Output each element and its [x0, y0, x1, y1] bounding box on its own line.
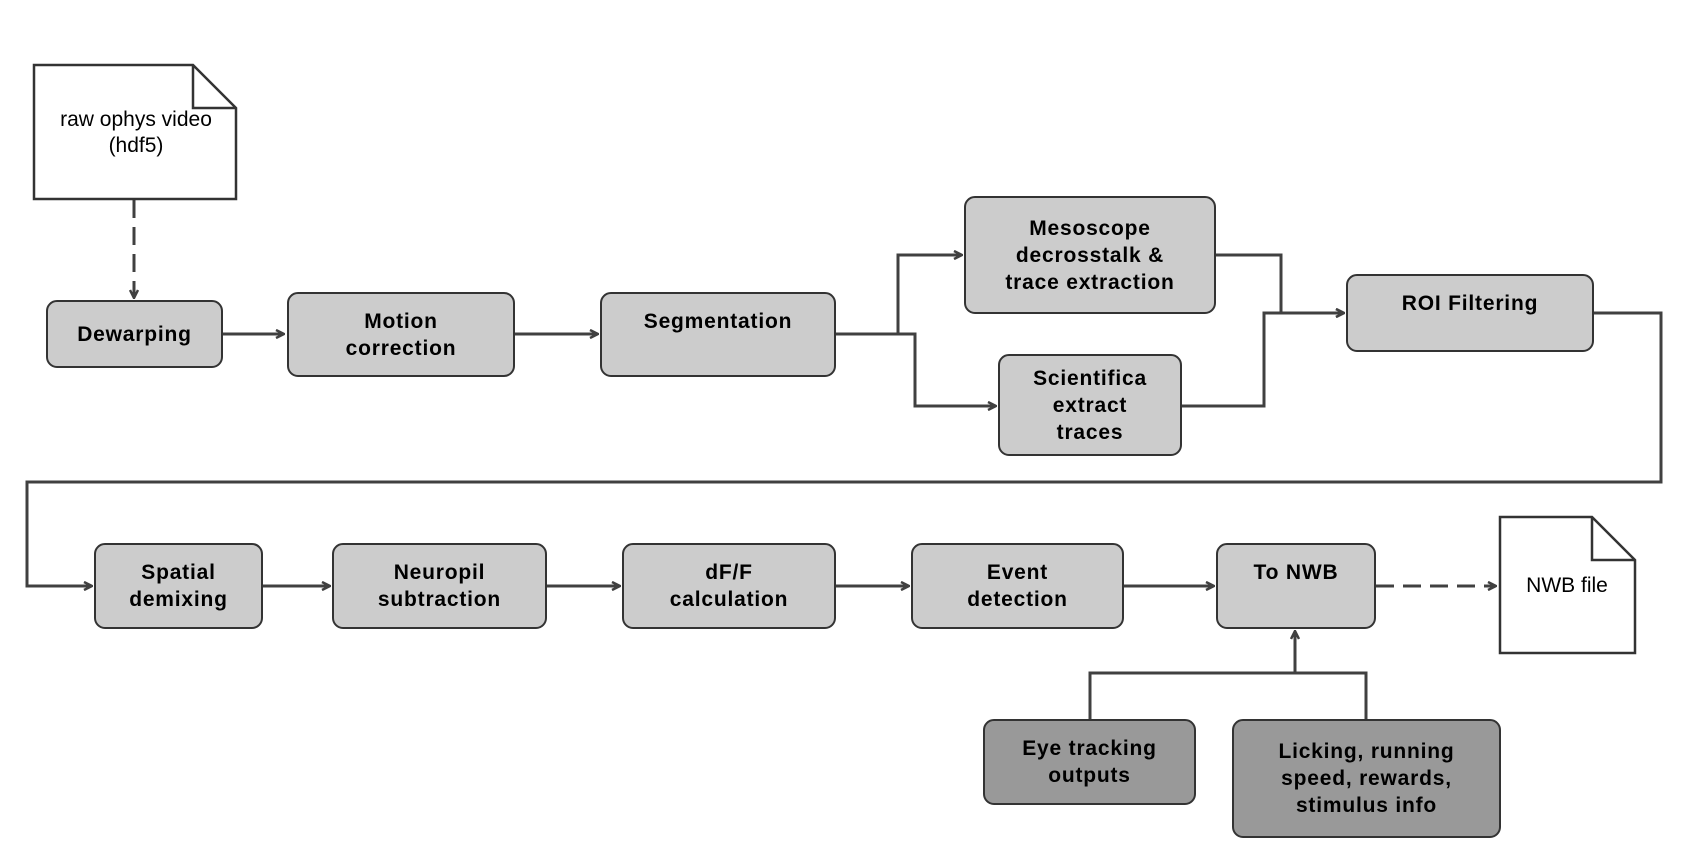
- nwb-file-document-icon: [1498, 515, 1637, 655]
- event-detection-step: Event detection: [911, 543, 1124, 629]
- arrow-inputs-to-nwb: [1088, 631, 1368, 719]
- mesoscope-step: Mesoscope decrosstalk & trace extraction: [964, 196, 1216, 314]
- to-nwb-step: To NWB: [1216, 543, 1376, 629]
- dewarping-step: Dewarping: [46, 300, 223, 368]
- roi-filtering-step: ROI Filtering: [1346, 274, 1594, 352]
- behavior-input: Licking, running speed, rewards, stimulu…: [1232, 719, 1501, 838]
- arrow-roi-to-spatial: [25, 311, 1663, 586]
- spatial-demixing-step: Spatial demixing: [94, 543, 263, 629]
- eye-tracking-input: Eye tracking outputs: [983, 719, 1196, 805]
- neuropil-subtraction-step: Neuropil subtraction: [332, 543, 547, 629]
- arrow-segmentation-to-mesoscope: [836, 255, 962, 336]
- scientifica-step: Scientifica extract traces: [998, 354, 1182, 456]
- segmentation-step: Segmentation: [600, 292, 836, 377]
- arrow-segmentation-to-scientifica: [898, 332, 996, 406]
- raw-video-document-icon: [32, 63, 238, 201]
- raw-video-label: raw ophys video (hdf5): [60, 108, 212, 157]
- motion-correction-step: Motion correction: [287, 292, 515, 377]
- arrow-mesoscope-to-roi: [1216, 253, 1344, 313]
- nwb-file-label: NWB file: [1526, 574, 1608, 597]
- arrow-scientifica-to-roi: [1182, 313, 1344, 408]
- dff-calculation-step: dF/F calculation: [622, 543, 836, 629]
